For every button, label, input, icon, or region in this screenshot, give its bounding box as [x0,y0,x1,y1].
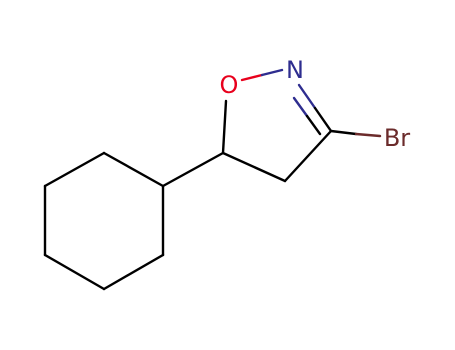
bond-c5-o [221,99,228,155]
cyclohexyl-ring [43,151,165,291]
bond-ring-c1-c2 [102,151,165,188]
atom-oxygen-label: O [220,71,239,99]
bond-ring-c4-c5 [43,253,106,291]
bond-c3-br-bromine-half [354,132,382,138]
bond-c4-c5 [221,151,287,183]
bond-ring-c2-c3 [43,151,106,188]
bond-cyclohexyl-c5 [161,151,225,188]
bond-o-n-nitrogen-half [260,68,284,77]
bond-n-c3-inner-n [292,96,309,118]
bond-ring-c5-c6 [102,253,165,291]
bond-n-c3-outer-c [313,106,333,133]
atom-bromine-label: Br [384,124,410,152]
bond-c3-c4 [283,129,333,183]
bond-n-c3-outer-n [297,83,317,110]
bond-n-c3-inner-c [305,114,322,136]
isoxazoline-ring [221,68,333,183]
atom-nitrogen-label: N [286,56,304,84]
bond-o-n-oxygen-half [240,73,264,82]
bond-c3-br-carbon-half [329,129,358,136]
